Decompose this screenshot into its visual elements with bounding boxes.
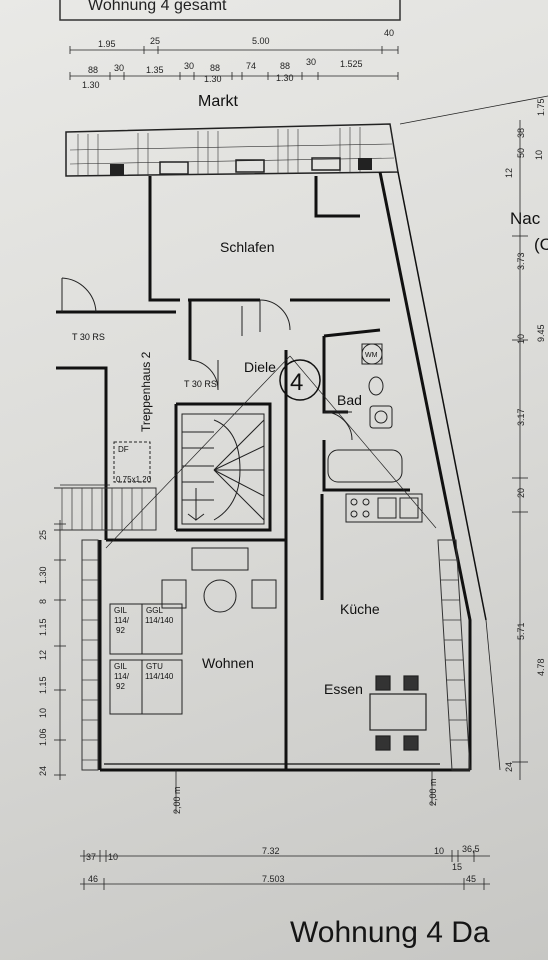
label-t30-left: T 30 RS <box>72 332 105 342</box>
label-df-size: 0,75x1,20 <box>116 475 152 484</box>
room-schlafen: Schlafen <box>220 239 274 255</box>
dim-bottom-1-d: 10 <box>434 846 444 856</box>
right-fragment: Nac <box>510 209 541 228</box>
dim-top-1-c: 5.00 <box>252 36 270 46</box>
dim-right-e: 3.73 <box>516 252 526 270</box>
win-gil1-bot2: 92 <box>116 626 125 635</box>
bathroom-fixtures <box>327 343 403 483</box>
dim-left-f: 1.15 <box>38 676 48 694</box>
dim-top-2-h2: 1.30 <box>276 73 294 83</box>
kitchen-counter <box>345 493 423 523</box>
win-gil2-top: GIL <box>114 662 127 671</box>
dim-bottom-1-b: 10 <box>108 852 118 862</box>
room-diele: Diele <box>244 359 276 375</box>
height-left: 2,00 m <box>172 786 182 814</box>
dim-bottom-2-b: 7.503 <box>262 874 285 884</box>
dim-top-1-a: 1.95 <box>98 39 116 49</box>
win-gtu-top: GTU <box>146 662 163 671</box>
dim-top-2-g: 74 <box>246 61 256 71</box>
dim-left-g: 10 <box>38 708 48 718</box>
dim-top-1-d: 40 <box>384 28 394 38</box>
dim-left-a: 25 <box>38 530 48 540</box>
header-title: Wohnung 4 gesamt <box>88 0 227 14</box>
room-wohnen: Wohnen <box>202 655 254 671</box>
dim-top-2-a2: 1.30 <box>82 80 100 90</box>
dim-right-l: 4.78 <box>536 658 546 676</box>
room-essen: Essen <box>324 681 363 697</box>
win-gtu-bot: 114/140 <box>145 672 174 681</box>
header-title-box: Wohnung 4 gesamt <box>59 0 401 21</box>
height-right: 2,00 m <box>428 778 438 806</box>
diagonal-markers <box>105 355 437 549</box>
bottom-dimension-chain <box>80 850 490 890</box>
dim-right-j: 24 <box>504 762 514 772</box>
dining-table <box>369 675 427 751</box>
dim-right-c: 38 <box>516 128 526 138</box>
label-t30-right: T 30 RS <box>184 379 217 389</box>
dim-right-b: 50 <box>516 148 526 158</box>
dim-bottom-1-a: 37 <box>86 852 96 862</box>
dim-left-c: 8 <box>38 599 48 604</box>
door-swings <box>61 277 353 441</box>
dim-top-2-h: 88 <box>280 61 290 71</box>
dim-right-d: 10 <box>534 150 544 160</box>
win-gil2-bot: 114/ <box>114 672 130 681</box>
room-bad: Bad <box>337 392 362 408</box>
dim-bottom-1-e: 36,5 <box>462 844 480 854</box>
roof-windows <box>109 441 183 715</box>
dim-top-2-c: 1.35 <box>146 65 164 75</box>
dim-top-2-a: 88 <box>88 65 98 75</box>
win-ggl-top: GGL <box>146 606 163 615</box>
win-gil2-bot2: 92 <box>116 682 125 691</box>
staircase <box>181 413 265 525</box>
wm-label: WM <box>365 352 378 359</box>
facade-wall <box>65 123 399 177</box>
construction-lines <box>54 95 548 780</box>
dim-left-i: 24 <box>38 766 48 776</box>
dim-left-d: 1.15 <box>38 618 48 636</box>
dim-top-2-b: 30 <box>114 63 124 73</box>
win-ggl-bot: 114/140 <box>145 616 174 625</box>
top-dimension-chain <box>69 46 399 80</box>
label-df: DF <box>118 445 129 454</box>
dim-right-h: 20 <box>516 488 526 498</box>
win-gil1-bot: 114/ <box>114 616 130 625</box>
roof-slope-hatch <box>54 487 471 771</box>
room-treppenhaus: Treppenhaus 2 <box>139 351 153 432</box>
dim-bottom-2-c: 45 <box>466 874 476 884</box>
dim-right-f: 10 <box>516 334 526 344</box>
dim-right-i: 5.71 <box>516 622 526 640</box>
street-label: Markt <box>198 93 239 110</box>
dim-bottom-1-c: 7.32 <box>262 846 280 856</box>
dim-right-a: 12 <box>504 168 514 178</box>
footer-title: Wohnung 4 Da <box>290 916 490 949</box>
unit-number-circle <box>279 359 321 401</box>
dim-right-g: 3.17 <box>516 408 526 426</box>
room-kueche: Küche <box>340 601 380 617</box>
dim-top-2-e2: 1.30 <box>204 74 222 84</box>
living-furniture <box>161 547 277 613</box>
dim-left-e: 12 <box>38 650 48 660</box>
win-gil1-top: GIL <box>114 606 127 615</box>
right-paren-fragment: (C <box>534 235 548 254</box>
dim-right-k: 9.45 <box>536 324 546 342</box>
dim-top-2-e: 88 <box>210 63 220 73</box>
dim-right-m: 1.75 <box>536 98 546 116</box>
dim-top-1-b: 25 <box>150 36 160 46</box>
dim-top-2-j: 1.525 <box>340 59 363 69</box>
dim-bottom-2-a: 46 <box>88 874 98 884</box>
dim-top-2-i: 30 <box>306 57 316 67</box>
dim-left-b: 1.30 <box>38 566 48 584</box>
dim-bottom-1-f: 15 <box>452 862 462 872</box>
dim-top-2-d: 30 <box>184 61 194 71</box>
dim-left-h: 1.06 <box>38 728 48 746</box>
unit-number: 4 <box>290 369 303 396</box>
